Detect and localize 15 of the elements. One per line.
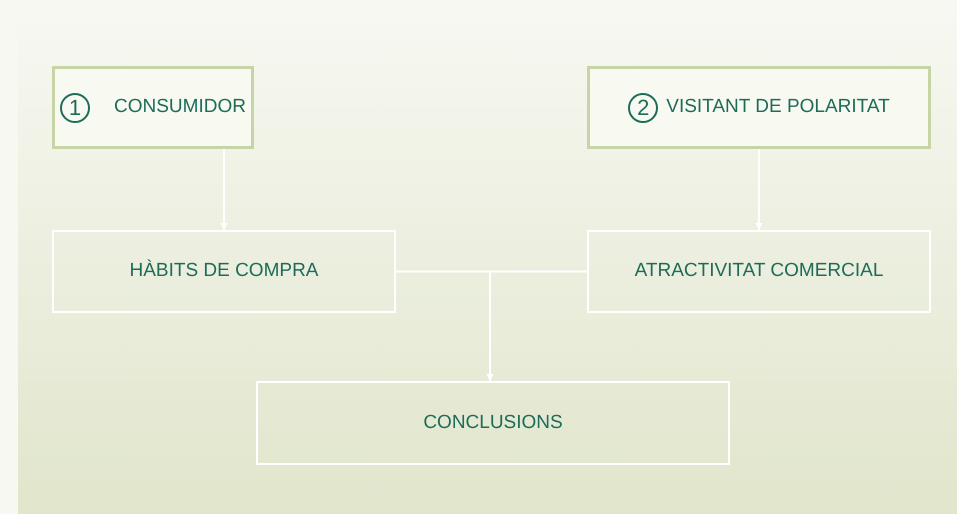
arrow (220, 149, 228, 230)
process-box (52, 230, 396, 313)
box-label: CONSUMIDOR (114, 95, 246, 120)
step-number: 2 (628, 92, 658, 122)
process-box (587, 66, 931, 149)
process-box (256, 381, 730, 465)
box-label: ATRACTIVITAT COMERCIAL (634, 259, 884, 284)
box-label: VISITANT DE POLARITAT (666, 95, 890, 120)
arrow (756, 149, 762, 230)
process-box (52, 66, 254, 149)
process-box (587, 230, 931, 313)
box-label: CONCLUSIONS (423, 410, 563, 435)
box-label: HÀBITS DE COMPRA (130, 258, 318, 284)
step-number: 1 (60, 92, 90, 122)
arrow (486, 270, 587, 381)
